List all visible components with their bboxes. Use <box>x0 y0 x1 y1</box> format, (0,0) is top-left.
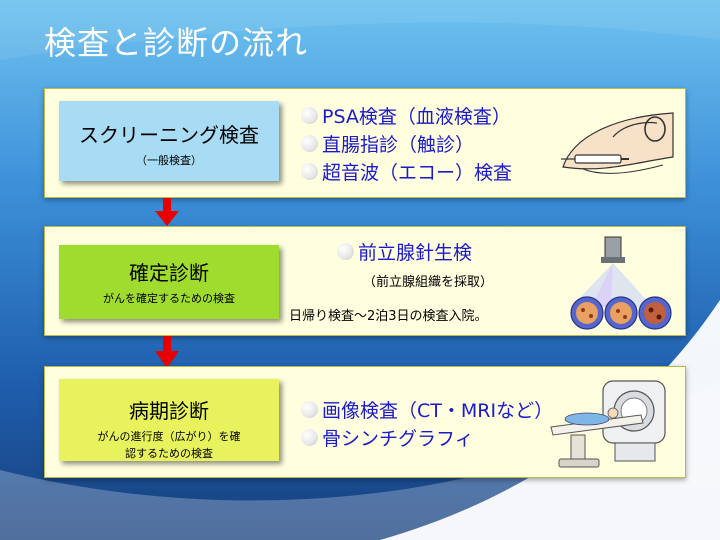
step-sublabel: がんの進行度（広がり）を確 認するための検査 <box>59 428 279 462</box>
bullet-icon <box>301 106 318 124</box>
list-item: 前立腺針生検 <box>337 237 472 265</box>
step-note: 日帰り検査～2泊3日の検査入院。 <box>289 309 488 324</box>
item-text: 直腸指診（触診） <box>322 133 475 156</box>
step-items: PSA検査（血液検査） 直腸指診（触診） 超音波（エコー）検査 <box>301 101 512 185</box>
step-label-box: 確定診断 がんを確定するための検査 <box>59 245 279 319</box>
down-arrow-icon <box>155 336 179 368</box>
item-text: 画像検査（CT・MRIなど） <box>322 399 554 422</box>
step-label: 確定診断 <box>129 261 209 285</box>
item-text: 前立腺針生検 <box>358 241 473 264</box>
step-label: 病期診断 <box>129 399 209 423</box>
step-label: スクリーニング検査 <box>79 123 259 147</box>
bullet-icon <box>301 162 318 180</box>
bullet-icon <box>337 242 354 260</box>
list-item: 超音波（エコー）検査 <box>301 157 512 185</box>
ct-scanner-illustration <box>550 380 666 468</box>
slide-title: 検査と診断の流れ <box>44 24 309 62</box>
step-sublabel: （一般検査） <box>136 154 202 167</box>
list-item: 直腸指診（触診） <box>301 129 512 157</box>
step-panel-staging: 病期診断 がんの進行度（広がり）を確 認するための検査 画像検査（CT・MRIな… <box>44 366 686 478</box>
bullet-icon <box>301 134 318 152</box>
step-items: 前立腺針生検 <box>337 237 472 265</box>
item-note: （前立腺組織を採取） <box>363 275 494 290</box>
item-text: 骨シンチグラフィ <box>322 427 474 450</box>
step-items: 画像検査（CT・MRIなど） 骨シンチグラフィ <box>301 395 553 451</box>
step-panel-screening: スクリーニング検査 （一般検査） PSA検査（血液検査） 直腸指診（触診） 超音… <box>44 88 686 198</box>
step-label-box: スクリーニング検査 （一般検査） <box>59 101 279 181</box>
microscope-biopsy-illustration <box>570 236 672 330</box>
blood-draw-illustration <box>561 112 674 174</box>
step-label-box: 病期診断 がんの進行度（広がり）を確 認するための検査 <box>59 379 279 461</box>
item-text: 超音波（エコー）検査 <box>322 161 513 184</box>
step-sublabel-line2: 認するための検査 <box>125 447 213 460</box>
step-sublabel: がんを確定するための検査 <box>103 292 235 305</box>
bullet-icon <box>301 400 318 418</box>
item-text: PSA検査（血液検査） <box>322 105 511 128</box>
step-panel-diagnosis: 確定診断 がんを確定するための検査 前立腺針生検 （前立腺組織を採取） 日帰り検… <box>44 226 686 336</box>
list-item: PSA検査（血液検査） <box>301 101 512 129</box>
bullet-icon <box>301 428 318 446</box>
list-item: 画像検査（CT・MRIなど） <box>301 395 553 423</box>
step-sublabel-line1: がんの進行度（広がり）を確 <box>97 430 241 443</box>
list-item: 骨シンチグラフィ <box>301 423 553 451</box>
down-arrow-icon <box>155 198 179 226</box>
